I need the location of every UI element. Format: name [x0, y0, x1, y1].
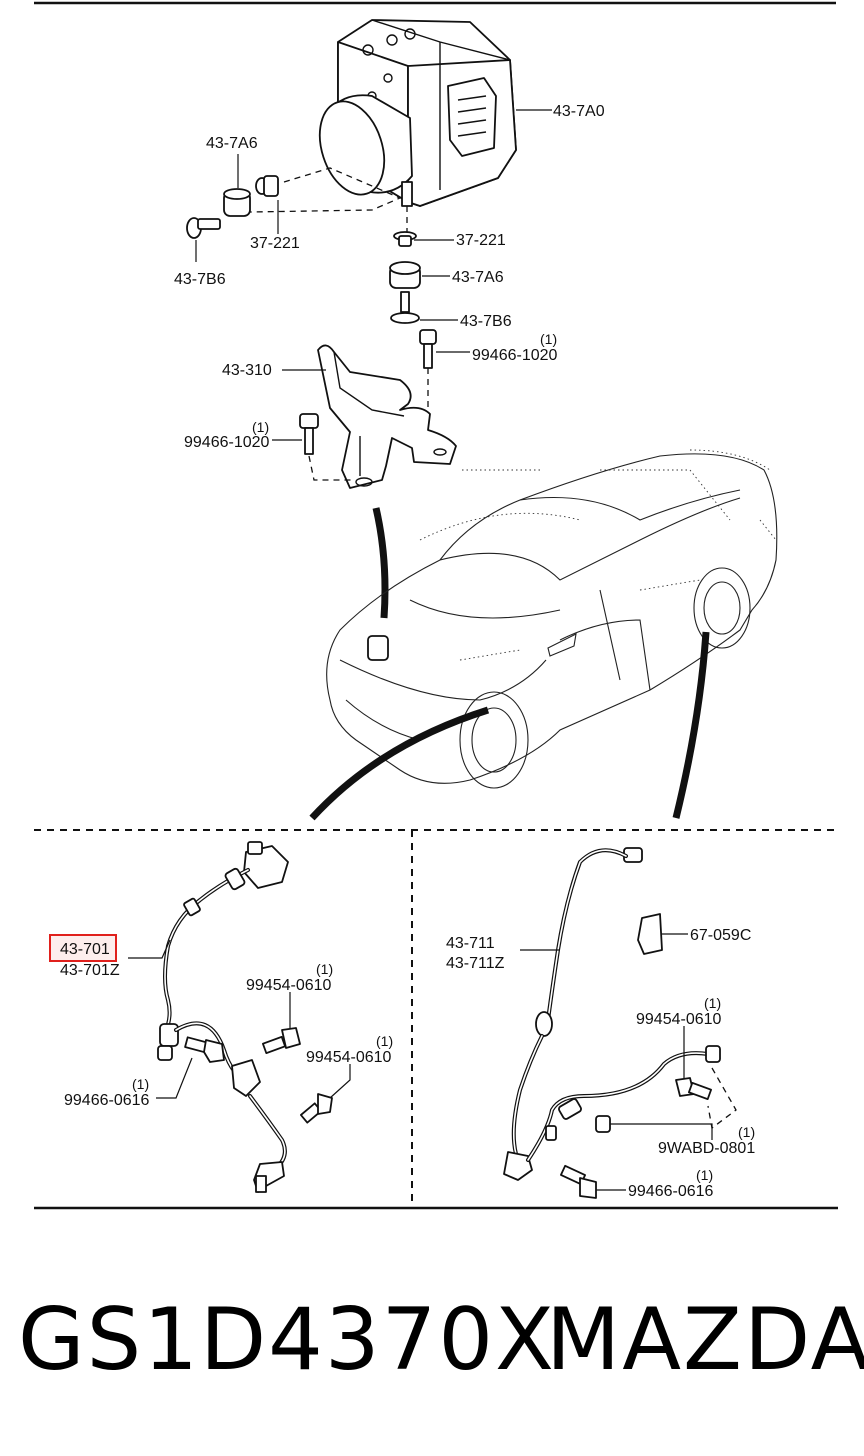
collar-right — [393, 231, 417, 247]
clip-rear — [595, 1115, 611, 1133]
label-collar-left: 37-221 — [250, 235, 300, 252]
label-rear-sensor-a: 43-711 — [446, 935, 495, 952]
label-bolt-rear-upper: 99454-0610 — [636, 1011, 722, 1028]
bolt-rear-sensor — [560, 1164, 597, 1199]
mount-line-rear — [707, 1067, 737, 1130]
label-bolt-front-sensor: 99466-0616 — [64, 1092, 150, 1109]
bolt-front-lower — [299, 1093, 333, 1124]
pointer-rear-wheel — [672, 631, 710, 819]
bolt-rear-upper — [675, 1077, 713, 1101]
leader-clip-rear — [610, 1123, 713, 1140]
footer-brand: MAZDA — [546, 1290, 864, 1390]
qty-bolt-bracket-left: (1) — [252, 419, 269, 435]
label-hcu: 43-7A0 — [553, 103, 605, 120]
bolt-bracket-right — [419, 329, 437, 369]
label-bolt-bracket-right: 99466-1020 — [472, 347, 558, 364]
label-front-sensor-b: 43-701Z — [60, 962, 120, 979]
label-bolt-right: 43-7B6 — [460, 313, 512, 330]
label-bolt-rear-sensor: 99466-0616 — [628, 1183, 714, 1200]
label-collar-right: 37-221 — [456, 232, 506, 249]
label-clip-rear: 9WABD-0801 — [658, 1140, 755, 1157]
bracket — [317, 344, 457, 489]
label-bolt-left: 43-7B6 — [174, 271, 226, 288]
pointer-abs-location — [372, 507, 389, 619]
label-front-sensor-a: 43-701 — [60, 941, 110, 958]
bolt-left — [186, 217, 221, 239]
collar-left — [255, 175, 279, 197]
bolt-front-sensor — [184, 1036, 225, 1063]
qty-bolt-front-lower: (1) — [376, 1033, 393, 1049]
damper-left — [223, 188, 251, 217]
label-bracket: 43-310 — [222, 362, 272, 379]
abs-hydraulic-unit — [318, 19, 517, 207]
leader-bolt-front-lower — [329, 1064, 351, 1099]
footer-part-number: GS1D4370X — [18, 1290, 556, 1390]
qty-bolt-front-sensor: (1) — [132, 1076, 149, 1092]
label-bolt-front-lower: 99454-0610 — [306, 1049, 392, 1066]
highlight-fill-front-sensor — [51, 936, 115, 960]
label-damper-left: 43-7A6 — [206, 135, 258, 152]
qty-bolt-front-upper: (1) — [316, 961, 333, 977]
rear-abs-sensor — [503, 847, 721, 1181]
mount-line-left — [249, 167, 402, 213]
bolt-right — [390, 291, 420, 324]
damper-right — [389, 261, 421, 289]
rear-caution-label — [637, 913, 663, 955]
highlight-box-front-sensor — [49, 934, 117, 962]
qty-clip-rear: (1) — [738, 1124, 755, 1140]
label-damper-right: 43-7A6 — [452, 269, 504, 286]
front-abs-sensor — [157, 841, 289, 1193]
label-rear-sensor-b: 43-711Z — [446, 955, 505, 972]
bolt-bracket-left — [299, 413, 319, 455]
pointer-front-wheel — [309, 706, 490, 821]
qty-bolt-rear-upper: (1) — [704, 995, 721, 1011]
label-bolt-front-upper: 99454-0610 — [246, 977, 332, 994]
label-bolt-bracket-left: 99466-1020 — [184, 434, 270, 451]
car-outline — [326, 449, 778, 789]
leader-front-sensor — [128, 939, 171, 959]
leader-bolt-front-sensor — [156, 1057, 193, 1099]
bolt-front-upper — [261, 1027, 301, 1055]
label-rear-label: 67-059C — [690, 927, 751, 944]
qty-bolt-rear-sensor: (1) — [696, 1167, 713, 1183]
qty-bolt-bracket-right: (1) — [540, 331, 557, 347]
mount-line-bracket-left — [308, 455, 352, 481]
